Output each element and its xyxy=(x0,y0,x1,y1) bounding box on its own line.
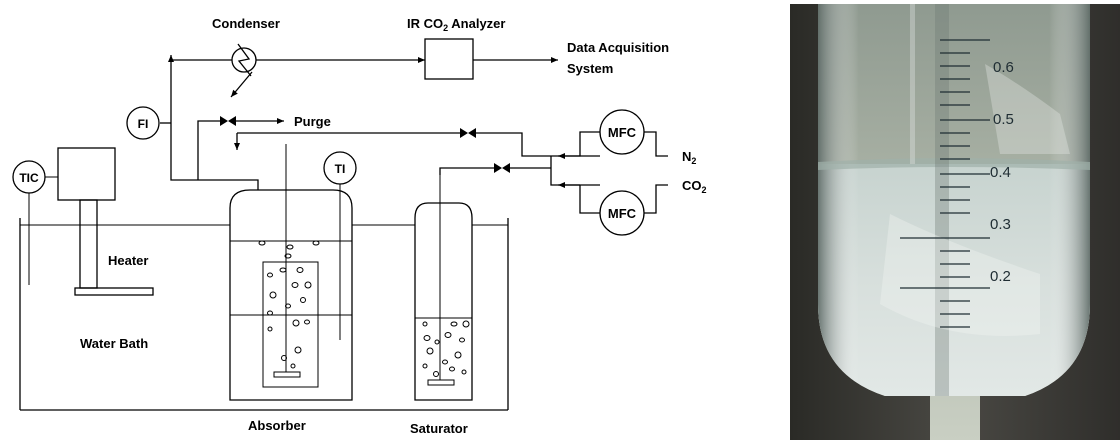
fi-label: FI xyxy=(138,117,149,131)
water-bath-tank xyxy=(19,218,509,411)
inlet-valve-icon xyxy=(494,163,510,173)
co2-label: CO2 xyxy=(682,178,707,195)
water-bath-label: Water Bath xyxy=(80,336,148,351)
absorber-label: Absorber xyxy=(248,418,306,433)
flow-indicator: FI xyxy=(126,106,160,140)
co2-sub: 2 xyxy=(702,185,707,195)
mfc-bottom-label: MFC xyxy=(608,206,637,221)
mfc-top: MFC xyxy=(599,109,645,155)
saturator-bubbles xyxy=(422,320,470,377)
absorber-vessel xyxy=(229,144,353,401)
analyzer-label-sub: 2 xyxy=(443,23,448,33)
graduation-label-0-2: 0.2 xyxy=(990,268,1011,285)
heater-element xyxy=(74,199,154,296)
analyzer-label-prefix: IR CO xyxy=(407,16,443,31)
mfc-top-label: MFC xyxy=(608,125,637,140)
purge-valve-icon xyxy=(220,116,236,126)
saturator-valve-icon xyxy=(460,128,476,138)
n2-label: N2 xyxy=(682,149,696,166)
saturator-label: Saturator xyxy=(410,421,468,436)
flask xyxy=(818,4,1090,440)
temperature-controller: TIC xyxy=(12,147,116,285)
graduation-label-0-4: 0.4 xyxy=(990,164,1011,181)
tic-label: TIC xyxy=(19,171,39,185)
analyzer-label: IR CO2 Analyzer xyxy=(407,16,505,33)
graduation-label-0-3: 0.3 xyxy=(990,216,1011,233)
apparatus-schematic: TIC Heater Water Bath xyxy=(12,16,707,436)
saturator-vessel xyxy=(414,170,473,401)
co2-prefix: CO xyxy=(682,178,702,193)
ti-label: TI xyxy=(335,162,346,176)
n2-sub: 2 xyxy=(691,156,696,166)
heater-label: Heater xyxy=(108,253,148,268)
gas-inlet-piping xyxy=(234,131,668,214)
n2-prefix: N xyxy=(682,149,691,164)
daq-label-line1: Data Acquisition xyxy=(567,40,669,55)
analyzer-box xyxy=(424,38,474,80)
temperature-indicator: TI xyxy=(323,151,357,340)
daq-label-line2: System xyxy=(567,61,613,76)
graduation-label-0-5: 0.5 xyxy=(993,111,1014,128)
analyzer-label-suffix: Analyzer xyxy=(448,16,505,31)
condenser-icon xyxy=(230,43,257,98)
absorber-bubbles xyxy=(258,240,320,369)
condenser-label: Condenser xyxy=(212,16,280,31)
absorber-photo: 0.6 0.5 0.4 0.3 0.2 xyxy=(790,4,1120,440)
purge-label: Purge xyxy=(294,114,331,129)
mfc-bottom: MFC xyxy=(599,190,645,236)
graduation-label-0-6: 0.6 xyxy=(993,59,1014,76)
graduation-ticks xyxy=(900,39,990,328)
outlet-piping xyxy=(160,55,558,190)
